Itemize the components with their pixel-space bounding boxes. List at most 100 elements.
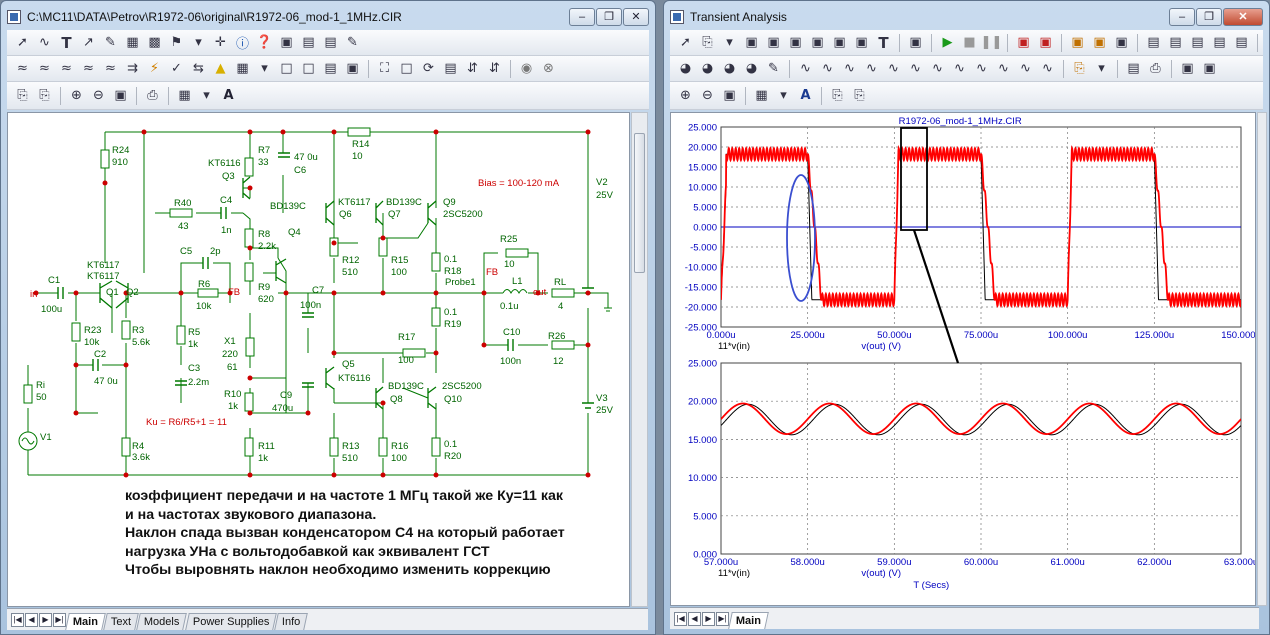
- condition-icon[interactable]: ≈: [105, 61, 116, 76]
- component-icon[interactable]: ▩: [148, 35, 161, 50]
- grid-view-icon[interactable]: ▤: [302, 35, 315, 50]
- box-icon[interactable]: □: [400, 61, 413, 76]
- zoom-in-icon[interactable]: ⊕: [680, 88, 691, 103]
- currents-icon[interactable]: ≈: [61, 61, 72, 76]
- arrows-icon[interactable]: ⇆: [193, 61, 204, 76]
- scale3-icon[interactable]: ▣: [789, 35, 802, 50]
- scale2-icon[interactable]: ▣: [767, 35, 780, 50]
- clipboard-icon[interactable]: ⎘: [1074, 61, 1085, 76]
- line-icon[interactable]: ↗: [83, 35, 94, 50]
- properties-icon[interactable]: ▣: [346, 61, 359, 76]
- mirror-icon[interactable]: ⇵: [467, 61, 478, 76]
- tab-main[interactable]: Main: [65, 613, 106, 630]
- font-icon[interactable]: A: [800, 88, 811, 103]
- node-voltages-icon[interactable]: ≈: [39, 61, 50, 76]
- pin-icon[interactable]: ⇉: [127, 61, 138, 76]
- print-icon[interactable]: ⎙: [1150, 61, 1161, 76]
- dropdown2-icon[interactable]: ▾: [261, 61, 268, 76]
- grid-icon[interactable]: ▦: [236, 61, 249, 76]
- dropdown3-icon[interactable]: ▾: [203, 88, 210, 103]
- fit2-icon[interactable]: ▣: [1203, 61, 1216, 76]
- slope-icon[interactable]: ∿: [910, 61, 921, 76]
- list5-icon[interactable]: ▤: [1235, 35, 1248, 50]
- node-numbers-icon[interactable]: ≈: [17, 61, 28, 76]
- edit-icon[interactable]: ✎: [768, 61, 779, 76]
- zoom-a-icon[interactable]: ◕: [723, 61, 736, 76]
- zoom-fit-icon[interactable]: ▣: [114, 88, 127, 103]
- high-icon[interactable]: ∿: [844, 61, 855, 76]
- schematic-vertical-scrollbar[interactable]: [631, 112, 648, 607]
- zoom-out-icon[interactable]: ⊖: [93, 88, 104, 103]
- tag3-icon[interactable]: ▣: [1115, 35, 1128, 50]
- tab-text[interactable]: Text: [103, 613, 140, 630]
- paste2-icon[interactable]: ⎘: [854, 88, 865, 103]
- cancel-icon[interactable]: ⊗: [543, 61, 554, 76]
- pen-icon[interactable]: ✎: [105, 35, 116, 50]
- select-region-icon[interactable]: ⛶: [379, 61, 390, 76]
- cursor-icon[interactable]: ▣: [1017, 35, 1030, 50]
- list-icon[interactable]: ▤: [1147, 35, 1160, 50]
- first-page-button[interactable]: |◀: [674, 612, 687, 626]
- next-page-button[interactable]: ▶: [702, 612, 715, 626]
- close-button[interactable]: ✕: [623, 8, 649, 26]
- zoom-y-icon[interactable]: ◕: [701, 61, 714, 76]
- restore-button[interactable]: ❐: [596, 8, 622, 26]
- zoom-fit-icon[interactable]: ▣: [723, 88, 736, 103]
- dropdown-icon[interactable]: ▾: [726, 35, 733, 50]
- text-tool-icon[interactable]: T: [61, 33, 72, 52]
- cursor-mode-icon[interactable]: ∿: [1020, 61, 1031, 76]
- prev-page-button[interactable]: ◀: [25, 613, 38, 627]
- tag2-icon[interactable]: ▣: [1093, 35, 1106, 50]
- cursor2-icon[interactable]: ▣: [1039, 35, 1052, 50]
- minimize-button[interactable]: –: [569, 8, 595, 26]
- list3-icon[interactable]: ▤: [1191, 35, 1204, 50]
- flag-icon[interactable]: ⚑: [170, 35, 183, 50]
- zoom-x-icon[interactable]: ◕: [679, 61, 692, 76]
- lightning-icon[interactable]: ⚡: [149, 61, 160, 76]
- pause-icon[interactable]: ❚❚: [980, 35, 1003, 50]
- cursor-mode2-icon[interactable]: ∿: [1042, 61, 1053, 76]
- tile-icon[interactable]: ▦: [755, 88, 768, 103]
- zoom-b-icon[interactable]: ◕: [745, 61, 758, 76]
- dropdown-icon[interactable]: ▾: [195, 35, 202, 50]
- help-icon[interactable]: ❓: [256, 35, 273, 50]
- check-icon[interactable]: ✓: [171, 61, 182, 76]
- pointer-icon[interactable]: ➚: [680, 35, 691, 50]
- minimize-button[interactable]: –: [1169, 8, 1195, 26]
- edit-icon[interactable]: ✎: [347, 35, 358, 50]
- global-high-icon[interactable]: ∿: [932, 61, 943, 76]
- run-icon[interactable]: ▶: [942, 35, 953, 50]
- power-icon[interactable]: ≈: [83, 61, 94, 76]
- dropdown3-icon[interactable]: ▾: [780, 88, 787, 103]
- dropdown2-icon[interactable]: ▾: [1098, 61, 1105, 76]
- last-page-button[interactable]: ▶|: [53, 613, 66, 627]
- tab-power-supplies[interactable]: Power Supplies: [184, 613, 277, 630]
- font-icon[interactable]: A: [223, 88, 234, 103]
- tab-main[interactable]: Main: [728, 612, 769, 629]
- zoom-out-icon[interactable]: ⊖: [702, 88, 713, 103]
- bottom-icon[interactable]: ∿: [998, 61, 1009, 76]
- wire-icon[interactable]: ∿: [39, 35, 50, 50]
- zoom-in-icon[interactable]: ⊕: [71, 88, 82, 103]
- global-low-icon[interactable]: ∿: [954, 61, 965, 76]
- close-button[interactable]: ✕: [1223, 8, 1263, 26]
- prev-page-button[interactable]: ◀: [688, 612, 701, 626]
- rotate-icon[interactable]: ⟳: [423, 61, 434, 76]
- warning-icon[interactable]: ▲: [215, 61, 226, 76]
- page2-icon[interactable]: □: [302, 61, 315, 76]
- paste-icon[interactable]: ⎘: [39, 88, 50, 103]
- pointer-icon[interactable]: ➚: [17, 35, 28, 50]
- schematic-canvas[interactable]: in C1 100u R24 910 KT6117 KT6117 Q1 Q2 R…: [7, 112, 630, 607]
- copy2-icon[interactable]: ⎘: [832, 88, 843, 103]
- tab-models[interactable]: Models: [136, 613, 188, 630]
- flip-icon[interactable]: ⇵: [489, 61, 500, 76]
- tab-info[interactable]: Info: [274, 613, 309, 630]
- numeric-output-icon[interactable]: ▤: [1127, 61, 1140, 76]
- scale5-icon[interactable]: ▣: [833, 35, 846, 50]
- restore-button[interactable]: ❐: [1196, 8, 1222, 26]
- scale6-icon[interactable]: ▣: [855, 35, 868, 50]
- last-page-button[interactable]: ▶|: [716, 612, 729, 626]
- first-page-button[interactable]: |◀: [11, 613, 24, 627]
- tag-icon[interactable]: ▣: [1071, 35, 1084, 50]
